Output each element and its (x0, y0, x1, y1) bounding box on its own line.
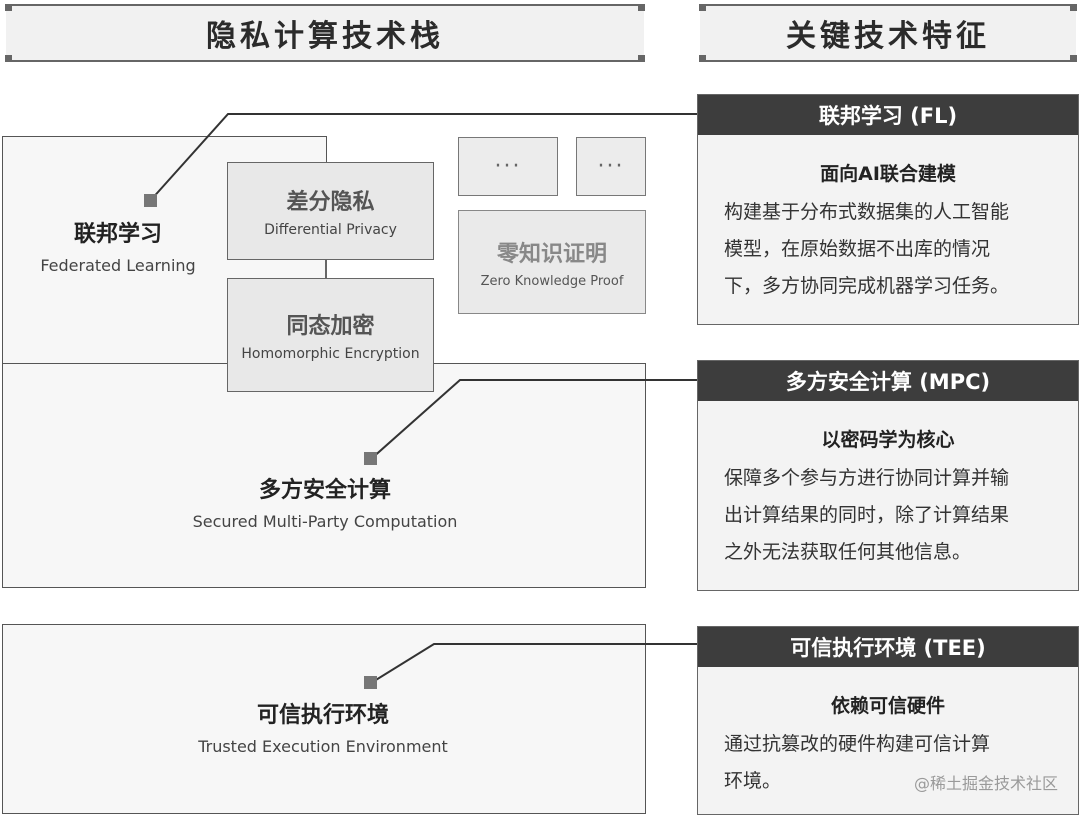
zkp-zh-label: 零知识证明 (496, 241, 607, 267)
fl-zh-label: 联邦学习 (73, 222, 162, 247)
dp-he-connector (325, 260, 327, 278)
card-fl-line-3: 下，多方协同完成机器学习任务。 (724, 275, 1010, 297)
tee-zh-label: 可信执行环境 (256, 703, 389, 728)
dp-zh-label: 差分隐私 (286, 190, 375, 215)
card-fl-subtitle: 面向AI联合建模 (820, 163, 956, 185)
card-fl-line-2: 模型，在原始数据不出库的情况 (724, 238, 991, 260)
tee-frame (2, 624, 646, 814)
tee-en-label: Trusted Execution Environment (198, 737, 448, 756)
card-mpc-subtitle: 以密码学为核心 (821, 429, 955, 451)
card-tee: 可信执行环境 (TEE) 依赖可信硬件 通过抗篡改的硬件构建可信计算 环境。 (697, 626, 1079, 815)
card-mpc-line-3: 之外无法获取任何其他信息。 (724, 541, 972, 563)
fl-label: 联邦学习 Federated Learning (20, 216, 216, 275)
card-tee-subtitle: 依赖可信硬件 (830, 695, 945, 717)
tee-marker (364, 676, 377, 689)
card-tee-line-1: 通过抗篡改的硬件构建可信计算 (724, 733, 991, 755)
card-fl-title: 联邦学习 (FL) (698, 95, 1078, 135)
he-en-label: Homomorphic Encryption (241, 346, 420, 362)
watermark: @稀土掘金技术社区 (913, 774, 1058, 793)
card-mpc-line-2: 出计算结果的同时，除了计算结果 (724, 504, 1010, 526)
left-header-title: 隐私计算技术栈 (206, 19, 444, 54)
more-dots-2: ··· (597, 154, 625, 179)
zero-knowledge-proof-box: 零知识证明 Zero Knowledge Proof (458, 210, 646, 314)
right-header-title: 关键技术特征 (786, 19, 990, 54)
mpc-leader-line (370, 379, 698, 460)
homomorphic-encryption-box: 同态加密 Homomorphic Encryption (227, 278, 434, 392)
zkp-en-label: Zero Knowledge Proof (480, 273, 624, 289)
fl-en-label: Federated Learning (40, 256, 196, 275)
card-mpc-title: 多方安全计算 (MPC) (698, 361, 1078, 401)
card-fl-description: 构建基于分布式数据集的人工智能 模型，在原始数据不出库的情况 下，多方协同完成机… (698, 194, 1078, 305)
card-fl-line-1: 构建基于分布式数据集的人工智能 (724, 201, 1010, 223)
card-tee-title: 可信执行环境 (TEE) (698, 627, 1078, 667)
card-mpc: 多方安全计算 (MPC) 以密码学为核心 保障多个参与方进行协同计算并输 出计算… (697, 360, 1079, 591)
left-header-banner: 隐私计算技术栈 (5, 4, 645, 62)
mpc-label: 多方安全计算 Secured Multi-Party Computation (170, 472, 480, 531)
he-zh-label: 同态加密 (286, 314, 375, 339)
more-box-1: ··· (458, 137, 558, 196)
fl-leader-line (149, 113, 698, 202)
mpc-marker (364, 452, 377, 465)
fl-marker (144, 194, 157, 207)
tee-label: 可信执行环境 Trusted Execution Environment (170, 697, 476, 756)
mpc-zh-label: 多方安全计算 (258, 478, 391, 503)
card-tee-description: 通过抗篡改的硬件构建可信计算 环境。 (698, 726, 1078, 800)
tee-leader-line (370, 643, 698, 684)
more-box-2: ··· (576, 137, 646, 196)
more-dots-1: ··· (494, 154, 522, 179)
card-mpc-description: 保障多个参与方进行协同计算并输 出计算结果的同时，除了计算结果 之外无法获取任何… (698, 460, 1078, 571)
right-header-banner: 关键技术特征 (699, 4, 1077, 62)
card-mpc-line-1: 保障多个参与方进行协同计算并输 (724, 467, 1010, 489)
card-tee-line-2: 环境。 (724, 770, 782, 792)
card-fl: 联邦学习 (FL) 面向AI联合建模 构建基于分布式数据集的人工智能 模型，在原… (697, 94, 1079, 325)
differential-privacy-box: 差分隐私 Differential Privacy (227, 162, 434, 260)
dp-en-label: Differential Privacy (264, 222, 397, 238)
mpc-en-label: Secured Multi-Party Computation (192, 512, 458, 531)
